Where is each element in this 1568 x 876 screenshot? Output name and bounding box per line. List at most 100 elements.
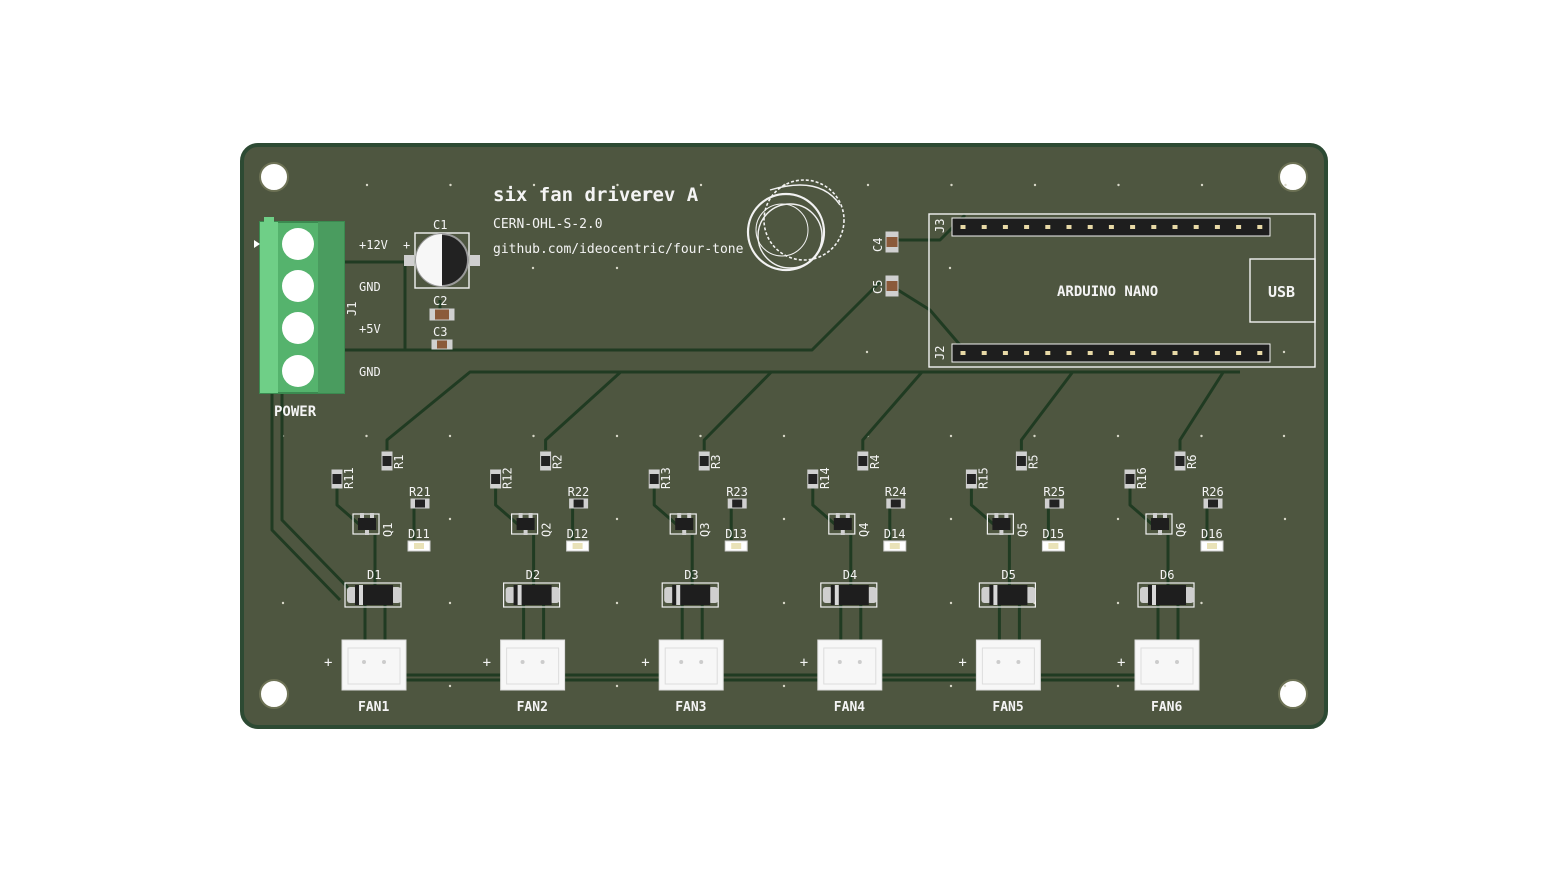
flyback-diode: D5 — [978, 568, 1037, 608]
terminal-screw — [282, 228, 314, 260]
diode-ref: D5 — [1001, 568, 1015, 582]
header-ref-j2: J2 — [933, 346, 947, 360]
status-led: D11 — [407, 527, 431, 552]
arduino-label: ARDUINO NANO — [1057, 284, 1158, 300]
resistor-led: R21 — [409, 485, 431, 509]
resistor-ref: R26 — [1202, 485, 1224, 499]
via — [699, 183, 703, 187]
fan-polarity-mark: + — [800, 655, 808, 671]
via — [1282, 434, 1286, 438]
via — [865, 350, 869, 354]
via — [1284, 183, 1287, 187]
usb-label: USB — [1268, 283, 1295, 301]
resistor-led: R26 — [1202, 485, 1224, 509]
board-title: six fan driver — [493, 184, 653, 206]
status-led: D15 — [1041, 527, 1065, 552]
via — [1116, 517, 1120, 521]
via — [1200, 434, 1203, 438]
fan-label: FAN4 — [834, 700, 865, 715]
fan-label: FAN6 — [1151, 700, 1182, 715]
diode-ref: D4 — [843, 568, 857, 582]
via — [782, 517, 786, 521]
resistor-gate: R2 — [540, 451, 565, 471]
transistor: Q6 — [1145, 513, 1188, 537]
header-pins — [960, 225, 1263, 355]
header-ref-j3: J3 — [933, 219, 947, 233]
resistor-ref: R4 — [868, 455, 882, 469]
resistor-pulldown: R12 — [490, 467, 515, 489]
resistor-ref: R25 — [1043, 485, 1065, 499]
header-pin — [1193, 225, 1199, 229]
header-pin — [1045, 351, 1051, 355]
fan-connector: + FAN2 — [483, 639, 566, 715]
resistor-led: R24 — [885, 485, 907, 509]
cap-ref: C1 — [433, 218, 447, 232]
via — [532, 434, 535, 438]
via — [1116, 601, 1120, 605]
transistor: Q4 — [828, 513, 871, 537]
header-pin — [1066, 225, 1072, 229]
cap-polarity-mark: + — [403, 238, 410, 252]
mounting-hole — [1278, 679, 1308, 709]
header-pin — [1108, 351, 1114, 355]
via — [531, 266, 535, 270]
fan-connector: +FAN6 — [1117, 639, 1200, 715]
capacitor-c2: C2 — [429, 294, 455, 321]
transistor-ref: Q6 — [1174, 523, 1188, 537]
fan-label: FAN5 — [992, 700, 1023, 715]
via — [782, 601, 786, 605]
via — [950, 183, 953, 187]
fan-label: FAN3 — [675, 700, 706, 715]
via — [449, 183, 452, 187]
terminal-screw — [282, 355, 314, 387]
resistor-pulldown: R11 — [331, 467, 356, 489]
via — [615, 434, 619, 438]
status-led: D13 — [724, 527, 748, 552]
via — [949, 517, 953, 521]
header-pin — [960, 351, 966, 355]
via — [365, 183, 369, 187]
fan-polarity-mark: + — [483, 655, 491, 671]
cap-ref: C5 — [871, 280, 885, 294]
resistor-led: R25 — [1043, 485, 1065, 509]
header-pin — [1193, 351, 1199, 355]
via — [699, 434, 702, 438]
power-terminal-block: +12V GND +5V GND J1 POWER — [254, 217, 388, 420]
via — [1282, 350, 1286, 354]
fan-label: FAN2 — [517, 700, 548, 715]
header-pin — [1172, 225, 1178, 229]
via — [1283, 684, 1287, 688]
via — [949, 684, 953, 688]
capacitor-c5: C5 — [871, 275, 899, 297]
flyback-diode: D2 — [503, 568, 561, 608]
via — [365, 434, 368, 438]
via — [1116, 684, 1120, 688]
cap-ref: C4 — [871, 238, 885, 252]
resistor-ref: R2 — [551, 455, 565, 469]
header-pin — [1151, 351, 1157, 355]
mounting-hole — [259, 162, 289, 192]
pin-label-gnd: GND — [359, 365, 381, 379]
header-pin — [1108, 225, 1114, 229]
resistor-ref: R11 — [342, 467, 356, 489]
power-ref: J1 — [345, 302, 359, 316]
fan-connector: +FAN1 — [324, 639, 407, 715]
title-block: six fan driver rev A CERN-OHL-S-2.0 gith… — [493, 184, 744, 257]
resistor-gate: R1 — [381, 451, 406, 471]
header-pin — [1257, 225, 1263, 229]
resistor-ref: R24 — [885, 485, 907, 499]
transistor: Q5 — [986, 513, 1029, 537]
flyback-diode: D6 — [1137, 568, 1195, 608]
cap-ref: C2 — [433, 294, 447, 308]
resistor-ref: R12 — [501, 467, 515, 489]
resistor-led: R22 — [568, 485, 589, 509]
resistor-ref: R3 — [709, 455, 723, 469]
via — [616, 183, 619, 187]
led-ref: D12 — [567, 527, 589, 541]
header-pin — [960, 225, 966, 229]
diode-ref: D2 — [526, 568, 540, 582]
